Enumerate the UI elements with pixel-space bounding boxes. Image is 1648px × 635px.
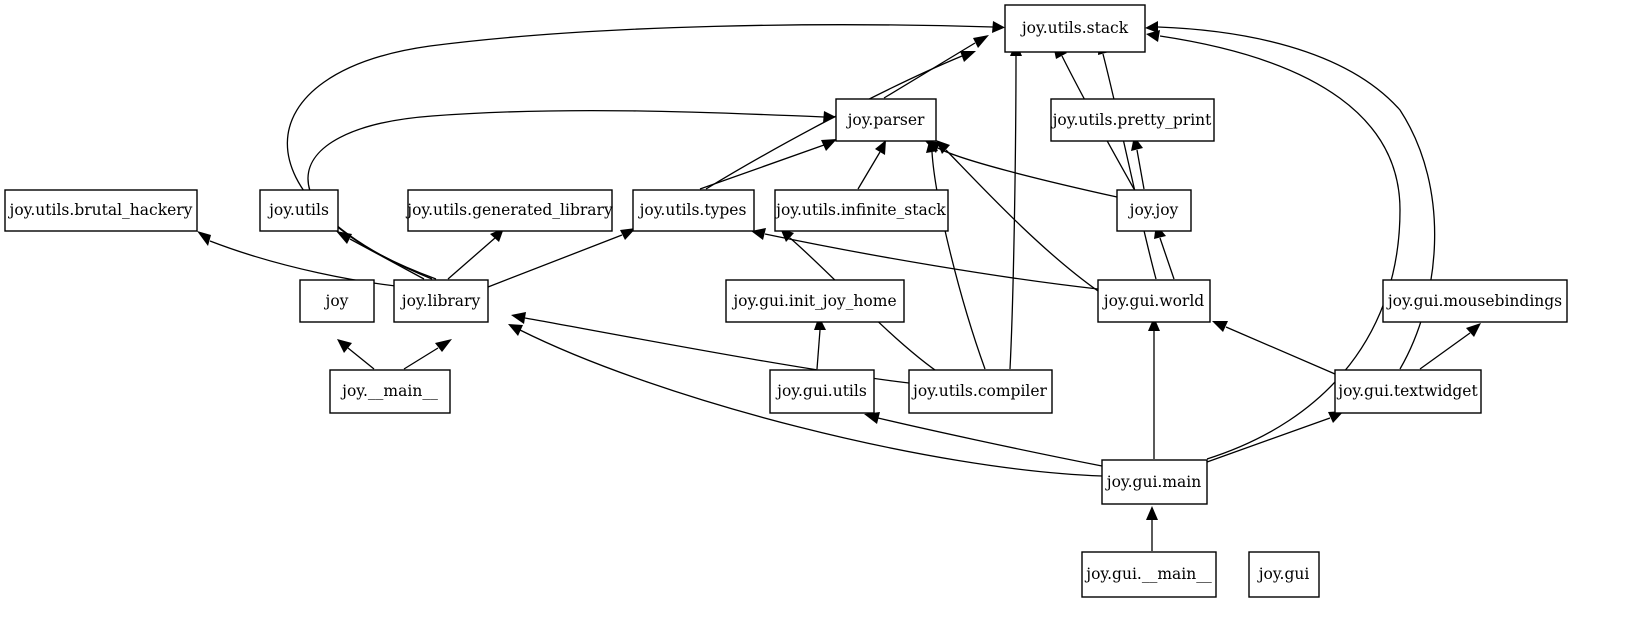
- node-box[interactable]: [4, 189, 198, 232]
- node-joy-utils-compiler[interactable]: joy.utils.compiler: [908, 369, 1053, 414]
- node-box[interactable]: [835, 98, 937, 142]
- node-joy-gui-world[interactable]: joy.gui.world: [1097, 279, 1211, 323]
- edge-compiler-to-parser: [926, 138, 986, 370]
- node-joy-gui-main[interactable]: joy.gui.main: [1101, 459, 1208, 505]
- node-joy-gui[interactable]: joy.gui: [1248, 551, 1320, 598]
- node-box[interactable]: [329, 369, 451, 414]
- edge-main-dunder-to-library: [403, 339, 452, 370]
- node-joy-gui-mousebindings[interactable]: joy.gui.mousebindings: [1382, 279, 1568, 323]
- edge-gui-main-to-library: [508, 324, 1103, 477]
- edge-gui-world-to-joy-joy: [1154, 224, 1175, 280]
- node-box[interactable]: [407, 189, 613, 232]
- edge-utils-types-to-parser: [699, 139, 837, 190]
- node-box[interactable]: [259, 189, 339, 232]
- node-box[interactable]: [1382, 279, 1568, 323]
- node-joy-utils-pretty-print[interactable]: joy.utils.pretty_print: [1050, 98, 1215, 142]
- edge-gui-world-to-utils-types: [751, 228, 1099, 290]
- node-joy-utils-generated-library[interactable]: joy.utils.generated_library: [405, 189, 613, 232]
- node-joy-utils-types[interactable]: joy.utils.types: [632, 189, 755, 232]
- node-box[interactable]: [1050, 98, 1215, 142]
- node-box[interactable]: [632, 189, 755, 232]
- node-box[interactable]: [1248, 551, 1320, 598]
- edge-gui-utils-to-init-joy-home: [814, 316, 826, 370]
- node-box[interactable]: [1101, 459, 1208, 505]
- node-joy-utils-stack[interactable]: joy.utils.stack: [1004, 4, 1146, 53]
- node-box[interactable]: [1081, 551, 1217, 598]
- node-joy[interactable]: joy: [299, 279, 375, 323]
- node-joy-parser[interactable]: joy.parser: [835, 98, 937, 142]
- edge-library-to-generated-library: [447, 228, 504, 280]
- edge-infinite-stack-to-parser: [857, 140, 886, 190]
- node-joy-main-dunder[interactable]: joy.__main__: [329, 369, 451, 414]
- node-box[interactable]: [908, 369, 1053, 414]
- edge-utils-types-to-utils-stack: [705, 51, 976, 190]
- node-joy-library[interactable]: joy.library: [393, 279, 489, 323]
- node-box[interactable]: [725, 279, 905, 323]
- node-joy-utils-brutal-hackery[interactable]: joy.utils.brutal_hackery: [4, 189, 198, 232]
- node-joy-utils[interactable]: joy.utils: [259, 189, 339, 232]
- edge-gui-main-to-gui-world: [1148, 317, 1160, 459]
- edge-gui-main-to-gui-utils: [864, 412, 1103, 467]
- node-box[interactable]: [774, 189, 949, 232]
- edge-library-to-utils-stack: [286, 21, 1005, 280]
- node-box[interactable]: [1334, 369, 1482, 414]
- edge-gui-world-to-utils-stack: [1098, 40, 1157, 280]
- node-joy-gui-textwidget[interactable]: joy.gui.textwidget: [1334, 369, 1482, 414]
- edge-gui-main-dunder-to-gui-main: [1146, 506, 1158, 551]
- edge-library-to-utils-types: [487, 228, 636, 288]
- node-joy-gui-init-joy-home[interactable]: joy.gui.init_joy_home: [725, 279, 905, 323]
- node-joy-utils-infinite-stack[interactable]: joy.utils.infinite_stack: [774, 189, 949, 232]
- edge-joy-joy-to-parser: [925, 141, 1118, 198]
- edge-textwidget-to-mousebindings: [1419, 323, 1481, 370]
- edge-main-dunder-to-joy: [337, 339, 375, 370]
- edge-gui-main-to-utils-stack: [1146, 30, 1401, 460]
- node-box[interactable]: [769, 369, 875, 414]
- edge-gui-main-to-textwidget: [1206, 411, 1344, 463]
- node-box[interactable]: [1097, 279, 1211, 323]
- edge-library-to-utils: [336, 231, 425, 280]
- edge-gui-world-to-parser: [936, 140, 1099, 292]
- node-box[interactable]: [1116, 189, 1192, 232]
- node-joy-joy[interactable]: joy.joy: [1116, 189, 1192, 232]
- edge-library-to-brutal-hackery: [197, 231, 415, 289]
- node-box[interactable]: [1004, 4, 1146, 53]
- node-box[interactable]: [393, 279, 489, 323]
- node-box[interactable]: [299, 279, 375, 323]
- node-joy-gui-main-dunder[interactable]: joy.gui.__main__: [1081, 551, 1217, 598]
- node-joy-gui-utils[interactable]: joy.gui.utils: [769, 369, 875, 414]
- edge-compiler-to-utils-stack: [1009, 42, 1022, 370]
- edge-textwidget-to-gui-world: [1212, 321, 1336, 375]
